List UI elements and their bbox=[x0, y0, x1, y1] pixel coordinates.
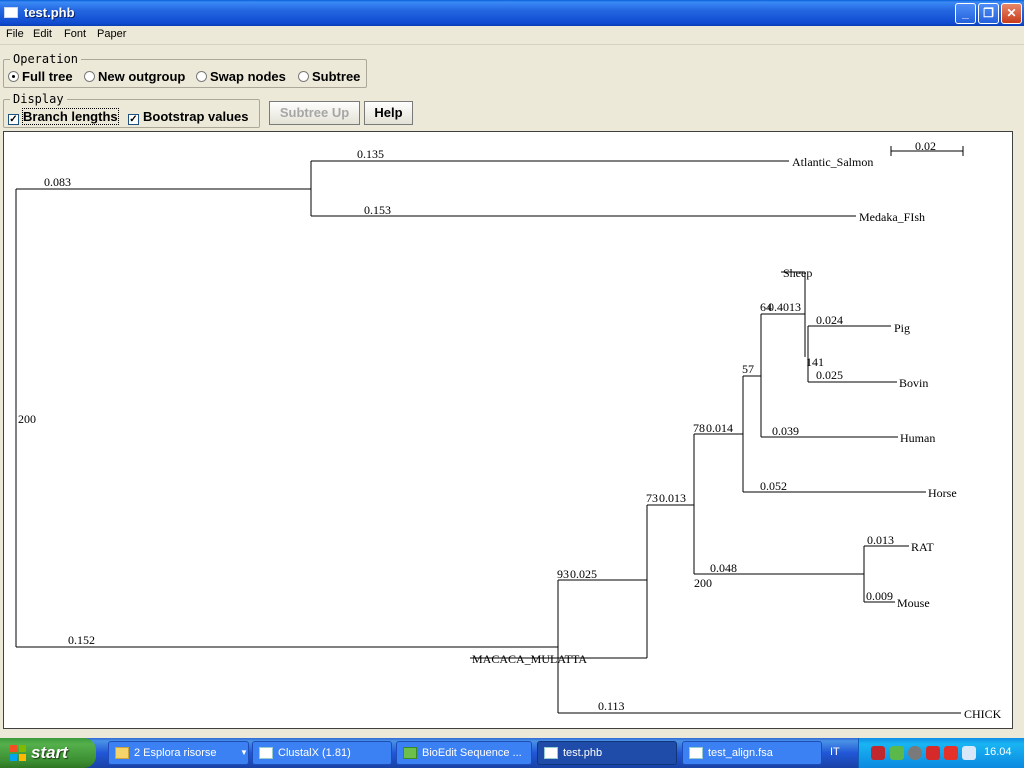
branch-length-label: 0.4013 bbox=[768, 300, 801, 314]
chevron-down-icon: ▼ bbox=[240, 748, 248, 757]
branch-length-label: 0.113 bbox=[598, 699, 625, 713]
option-new-outgroup[interactable]: New outgroup bbox=[84, 69, 185, 84]
shield-icon[interactable] bbox=[871, 746, 885, 760]
taxon-label: Human bbox=[900, 431, 935, 445]
branch-length-label: 0.039 bbox=[772, 424, 799, 438]
windows-logo-icon bbox=[10, 745, 26, 761]
taxon-label: MACACA_MULATTA bbox=[472, 652, 587, 666]
checkbox-checked-icon[interactable]: ✓ bbox=[128, 114, 139, 125]
subtree-up-button[interactable]: Subtree Up bbox=[269, 101, 360, 125]
menu-paper[interactable]: Paper bbox=[97, 28, 127, 40]
connection-icon[interactable] bbox=[962, 746, 976, 760]
taxon-label: Sheep bbox=[783, 266, 812, 280]
bootstrap-label: 73 bbox=[646, 491, 658, 505]
window-icon bbox=[689, 747, 703, 759]
window-icon bbox=[544, 747, 558, 759]
task-test-phb[interactable]: test.phb bbox=[537, 741, 677, 765]
window-icon bbox=[259, 747, 273, 759]
radio-icon[interactable] bbox=[298, 71, 309, 82]
option-swap-nodes[interactable]: Swap nodes bbox=[196, 69, 286, 84]
branch-length-label: 0.048 bbox=[710, 561, 737, 575]
bioedit-icon bbox=[403, 747, 417, 759]
operation-legend: Operation bbox=[10, 52, 82, 66]
taxon-label: Atlantic_Salmon bbox=[792, 155, 873, 169]
task-bioedit[interactable]: BioEdit Sequence ... bbox=[396, 741, 532, 765]
display-legend: Display bbox=[10, 92, 67, 106]
taxon-label: CHICK bbox=[964, 707, 1002, 721]
menu-file[interactable]: File bbox=[6, 28, 24, 40]
close-button[interactable]: ✕ bbox=[1001, 3, 1022, 24]
taxon-label: Bovin bbox=[899, 376, 928, 390]
branch-length-label: 0.025 bbox=[816, 368, 843, 382]
system-tray: 16.04 bbox=[858, 738, 1024, 768]
taskbar: start 2 Esplora risorse ▼ ClustalX (1.81… bbox=[0, 738, 1024, 768]
window-title: test.phb bbox=[24, 5, 75, 20]
branch-length-label: 0.025 bbox=[570, 567, 597, 581]
title-bar[interactable]: test.phb _ ❐ ✕ bbox=[0, 0, 1024, 26]
start-label: start bbox=[31, 743, 68, 762]
branch-length-label: 0.024 bbox=[816, 313, 843, 327]
taxon-label: Pig bbox=[894, 321, 910, 335]
bootstrap-values-checkbox[interactable]: ✓Bootstrap values bbox=[128, 109, 249, 125]
menu-font[interactable]: Font bbox=[64, 28, 87, 40]
minimize-button[interactable]: _ bbox=[955, 3, 976, 24]
branch-length-label: 0.013 bbox=[659, 491, 686, 505]
start-button[interactable]: start bbox=[0, 738, 96, 768]
radio-icon[interactable] bbox=[196, 71, 207, 82]
branch-lengths-checkbox[interactable]: ✓Branch lengths bbox=[8, 108, 119, 125]
phylogenetic-tree: 0.02 200 0.083 0.135 Atlantic_Salmon 0.1… bbox=[15, 139, 1002, 721]
bootstrap-label: 64 bbox=[760, 300, 772, 314]
folder-icon bbox=[115, 747, 129, 759]
display-group: Display ✓Branch lengths ✓Bootstrap value… bbox=[3, 92, 260, 128]
menu-edit[interactable]: Edit bbox=[33, 28, 52, 40]
taxon-label: Medaka_FIsh bbox=[859, 210, 925, 224]
branch-length-label: 0.009 bbox=[866, 589, 893, 603]
language-indicator[interactable]: IT bbox=[830, 746, 840, 758]
maximize-button[interactable]: ❐ bbox=[978, 3, 999, 24]
branch-length-label: 0.013 bbox=[867, 533, 894, 547]
window-icon bbox=[4, 7, 18, 18]
task-explorer[interactable]: 2 Esplora risorse ▼ bbox=[108, 741, 249, 765]
app-icon[interactable] bbox=[926, 746, 940, 760]
branch-length-label: 0.052 bbox=[760, 479, 787, 493]
option-full-tree[interactable]: Full tree bbox=[8, 69, 73, 84]
option-subtree[interactable]: Subtree bbox=[298, 69, 360, 84]
bootstrap-label: 78 bbox=[693, 421, 705, 435]
bootstrap-label: 57 bbox=[742, 362, 754, 376]
branch-length-label: 0.152 bbox=[68, 633, 95, 647]
menu-bar: File Edit Font Paper bbox=[0, 26, 1024, 45]
taxon-label: Horse bbox=[928, 486, 957, 500]
bootstrap-label: 200 bbox=[18, 412, 36, 426]
taxon-label: Mouse bbox=[897, 596, 930, 610]
clock[interactable]: 16.04 bbox=[984, 746, 1012, 758]
bootstrap-label: 93 bbox=[557, 567, 569, 581]
app-icon[interactable] bbox=[944, 746, 958, 760]
antivirus-icon[interactable] bbox=[908, 746, 922, 760]
branch-length-label: 0.014 bbox=[706, 421, 733, 435]
branch-length-label: 0.135 bbox=[357, 147, 384, 161]
operation-group: Operation Full tree New outgroup Swap no… bbox=[3, 52, 367, 88]
branch-length-label: 0.083 bbox=[44, 175, 71, 189]
taxon-label: RAT bbox=[911, 540, 934, 554]
checkbox-checked-icon[interactable]: ✓ bbox=[8, 114, 19, 125]
task-clustalx[interactable]: ClustalX (1.81) bbox=[252, 741, 392, 765]
branch-length-label: 0.153 bbox=[364, 203, 391, 217]
scale-label: 0.02 bbox=[915, 139, 936, 153]
radio-icon[interactable] bbox=[84, 71, 95, 82]
network-icon[interactable] bbox=[890, 746, 904, 760]
bootstrap-label: 141 bbox=[806, 355, 824, 369]
help-button[interactable]: Help bbox=[364, 101, 413, 125]
task-test-align[interactable]: test_align.fsa bbox=[682, 741, 822, 765]
tree-canvas[interactable]: 0.02 200 0.083 0.135 Atlantic_Salmon 0.1… bbox=[3, 131, 1013, 729]
radio-selected-icon[interactable] bbox=[8, 71, 19, 82]
bootstrap-label: 200 bbox=[694, 576, 712, 590]
